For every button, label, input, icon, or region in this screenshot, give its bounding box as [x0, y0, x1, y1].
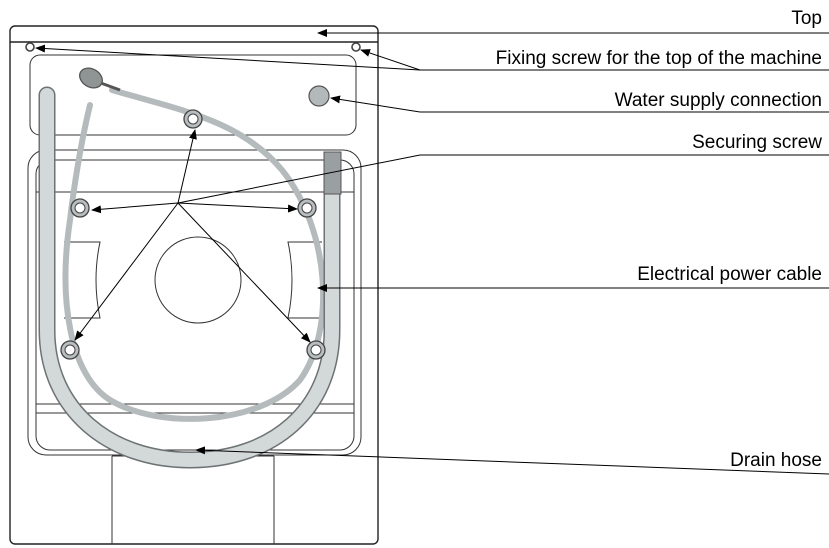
securing-screw-left — [70, 198, 90, 218]
label-drain-hose: Drain hose — [730, 450, 822, 471]
fixing-screw-right — [351, 42, 361, 52]
water-supply-connection — [308, 85, 330, 107]
label-securing-screw: Securing screw — [692, 132, 822, 153]
fixing-screw-left — [25, 42, 35, 52]
securing-screw-right — [297, 198, 317, 218]
label-fixing-screw: Fixing screw for the top of the machine — [496, 48, 822, 69]
securing-screw-bottom-left — [60, 340, 80, 360]
label-power-cable: Electrical power cable — [637, 264, 822, 285]
securing-screw-top — [183, 109, 203, 129]
label-water-supply: Water supply connection — [615, 90, 822, 111]
drain-hose — [38, 86, 342, 469]
securing-screw-bottom-right — [306, 340, 326, 360]
power-cable — [62, 67, 327, 422]
label-top: Top — [791, 8, 822, 29]
leader-water-supply — [330, 95, 829, 113]
leader-securing-screw — [74, 129, 829, 343]
leader-fixing-screw — [35, 44, 829, 71]
machine-body — [9, 25, 379, 545]
leader-drain-hose — [195, 446, 829, 475]
